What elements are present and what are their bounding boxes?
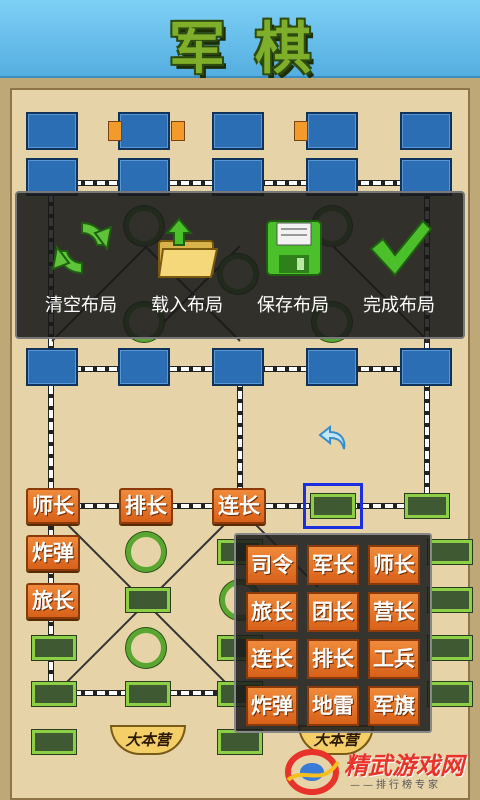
finish-layout-label: 完成布局 bbox=[363, 295, 435, 316]
save-layout-button[interactable]: 保存布局 bbox=[241, 193, 345, 341]
empty-slot[interactable] bbox=[126, 588, 170, 612]
opponent-slot[interactable] bbox=[400, 112, 452, 150]
picker-option[interactable]: 军长 bbox=[307, 545, 359, 585]
piece-picker: 司令 军长 师长 旅长 团长 营长 连长 排长 工兵 炸弹 地雷 军旗 bbox=[234, 533, 432, 733]
opponent-slot[interactable] bbox=[212, 348, 264, 386]
opponent-slot[interactable] bbox=[118, 348, 170, 386]
opponent-slot[interactable] bbox=[118, 112, 170, 150]
opponent-slot[interactable] bbox=[306, 348, 358, 386]
title-bar: 军棋 bbox=[0, 0, 480, 82]
opponent-slot[interactable] bbox=[212, 112, 264, 150]
watermark-text: 精武游戏网 bbox=[344, 752, 464, 780]
empty-slot[interactable] bbox=[126, 682, 170, 706]
rail-line bbox=[237, 366, 243, 508]
undo-icon[interactable] bbox=[316, 421, 350, 455]
floppy-disk-icon bbox=[266, 220, 322, 276]
folder-upload-icon bbox=[157, 217, 219, 278]
board-piece-platoon-leader[interactable]: 排长 bbox=[119, 488, 173, 524]
picker-option[interactable]: 连长 bbox=[246, 639, 298, 679]
picker-option[interactable]: 排长 bbox=[307, 639, 359, 679]
picker-option[interactable]: 师长 bbox=[368, 545, 420, 585]
picker-option[interactable]: 司令 bbox=[246, 545, 298, 585]
opponent-slot[interactable] bbox=[26, 348, 78, 386]
app-title: 军棋 bbox=[169, 16, 341, 82]
camp-circle[interactable] bbox=[126, 628, 166, 668]
load-layout-button[interactable]: 载入布局 bbox=[135, 193, 239, 341]
opponent-slot[interactable] bbox=[306, 158, 358, 196]
opponent-slot[interactable] bbox=[306, 112, 358, 150]
board-piece-company-commander[interactable]: 连长 bbox=[212, 488, 266, 524]
empty-slot[interactable] bbox=[311, 494, 355, 518]
opponent-flag-marker bbox=[108, 121, 122, 141]
empty-slot[interactable] bbox=[32, 636, 76, 660]
empty-slot[interactable] bbox=[32, 682, 76, 706]
watermark-subtext: ——排行榜专家 bbox=[350, 780, 441, 791]
finish-layout-button[interactable]: 完成布局 bbox=[347, 193, 451, 341]
empty-slot[interactable] bbox=[218, 730, 262, 754]
empty-slot[interactable] bbox=[428, 636, 472, 660]
opponent-slot[interactable] bbox=[400, 158, 452, 196]
camp-circle[interactable] bbox=[126, 532, 166, 572]
refresh-icon bbox=[51, 221, 113, 275]
board-piece-brigade-commander[interactable]: 旅长 bbox=[26, 583, 80, 619]
checkmark-icon bbox=[369, 219, 433, 277]
picker-option[interactable]: 营长 bbox=[368, 592, 420, 632]
picker-option[interactable]: 旅长 bbox=[246, 592, 298, 632]
picker-option[interactable]: 军旗 bbox=[368, 686, 420, 726]
opponent-flag-marker bbox=[171, 121, 185, 141]
opponent-flag-marker bbox=[294, 121, 308, 141]
opponent-slot[interactable] bbox=[26, 112, 78, 150]
empty-slot[interactable] bbox=[428, 588, 472, 612]
watermark-logo-icon bbox=[285, 749, 340, 795]
board-piece-division-commander[interactable]: 师长 bbox=[26, 488, 80, 524]
opponent-slot[interactable] bbox=[212, 158, 264, 196]
picker-option[interactable]: 地雷 bbox=[307, 686, 359, 726]
empty-slot[interactable] bbox=[428, 540, 472, 564]
board-piece-bomb[interactable]: 炸弹 bbox=[26, 535, 80, 571]
empty-slot[interactable] bbox=[405, 494, 449, 518]
site-watermark: 精武游戏网 ——排行榜专家 bbox=[282, 742, 478, 798]
save-layout-label: 保存布局 bbox=[257, 295, 329, 316]
selected-slot-highlight[interactable] bbox=[303, 483, 363, 529]
empty-slot[interactable] bbox=[32, 730, 76, 754]
picker-option[interactable]: 团长 bbox=[307, 592, 359, 632]
clear-layout-label: 清空布局 bbox=[45, 295, 117, 316]
clear-layout-button[interactable]: 清空布局 bbox=[29, 193, 133, 341]
opponent-slot[interactable] bbox=[400, 348, 452, 386]
picker-option[interactable]: 工兵 bbox=[368, 639, 420, 679]
layout-menu: 清空布局 载入布局 保存布局 完成布局 bbox=[15, 191, 465, 339]
load-layout-label: 载入布局 bbox=[151, 295, 223, 316]
picker-option[interactable]: 炸弹 bbox=[246, 686, 298, 726]
empty-slot[interactable] bbox=[428, 682, 472, 706]
